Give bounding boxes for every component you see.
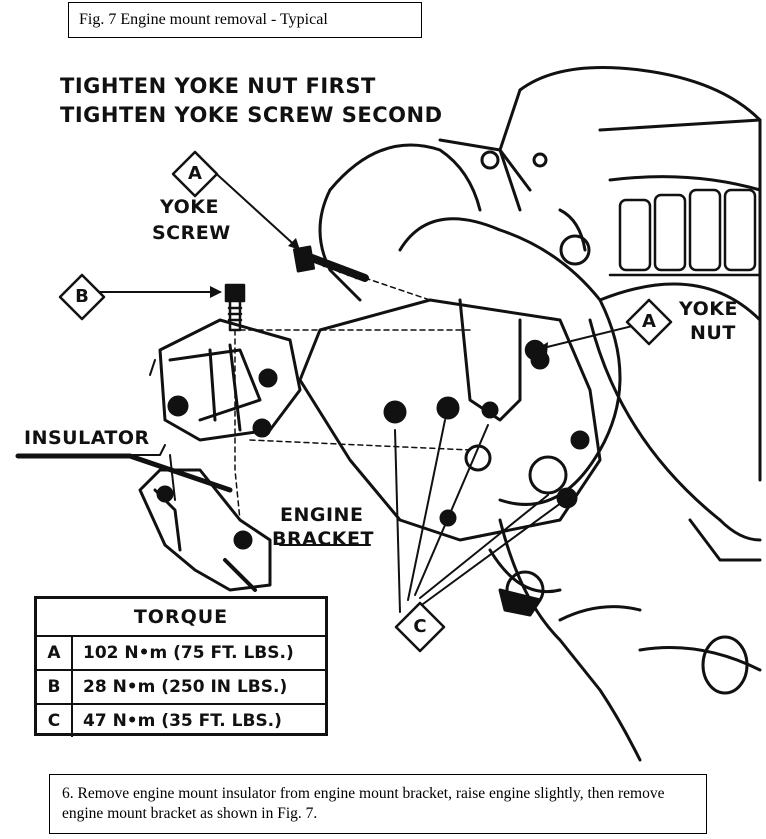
step-instruction: 6. Remove engine mount insulator from en…: [49, 774, 707, 834]
crank-pulley: [488, 548, 562, 617]
torque-row-value: 28 N•m (250 IN LBS.): [83, 677, 288, 697]
callout-diamonds: [58, 150, 673, 653]
engine-bracket-label-1: ENGINE: [280, 504, 364, 526]
callout-a-yoke-screw: A: [188, 163, 202, 184]
leader-lines: [17, 167, 666, 613]
yoke-nut-label-2: NUT: [690, 322, 736, 344]
callout-a-yoke-nut: A: [642, 311, 656, 332]
torque-row-key: B: [37, 671, 73, 703]
torque-row-value: 47 N•m (35 FT. LBS.): [83, 711, 282, 731]
torque-row-c: C 47 N•m (35 FT. LBS.): [37, 705, 325, 737]
yoke-nut-label-1: YOKE: [679, 298, 738, 320]
insulator-label: INSULATOR: [24, 427, 150, 449]
valve-cover: [608, 188, 762, 277]
torque-table: TORQUE A 102 N•m (75 FT. LBS.) B 28 N•m …: [34, 596, 328, 737]
yoke-screw-label-2: SCREW: [152, 222, 231, 244]
mount-bracket-shape: [138, 468, 272, 592]
screw-b-shape: [224, 283, 246, 332]
torque-row-b: B 28 N•m (250 IN LBS.): [37, 671, 325, 705]
insulator-shape: [158, 318, 302, 442]
callout-b: B: [75, 286, 89, 307]
alignment-lines: [234, 277, 471, 521]
engine-block: [498, 66, 762, 762]
instruction-line-2: TIGHTEN YOKE SCREW SECOND: [60, 103, 443, 127]
arrowheads: [210, 238, 548, 355]
insulator-leader: [15, 453, 233, 493]
torque-row-key: C: [37, 705, 73, 737]
engine-bracket-shape: [298, 298, 602, 542]
callout-c: C: [413, 616, 427, 637]
yoke-screw-shape: [292, 245, 369, 282]
engine-bracket-label-2: BRACKET: [272, 528, 374, 550]
figure-caption: Fig. 7 Engine mount removal - Typical: [68, 2, 422, 38]
torque-table-header: TORQUE: [37, 599, 325, 637]
torque-row-a: A 102 N•m (75 FT. LBS.): [37, 637, 325, 671]
torque-row-value: 102 N•m (75 FT. LBS.): [83, 643, 294, 663]
instruction-line-1: TIGHTEN YOKE NUT FIRST: [60, 74, 376, 98]
torque-row-key: A: [37, 637, 73, 669]
yoke-screw-label-1: YOKE: [160, 196, 219, 218]
